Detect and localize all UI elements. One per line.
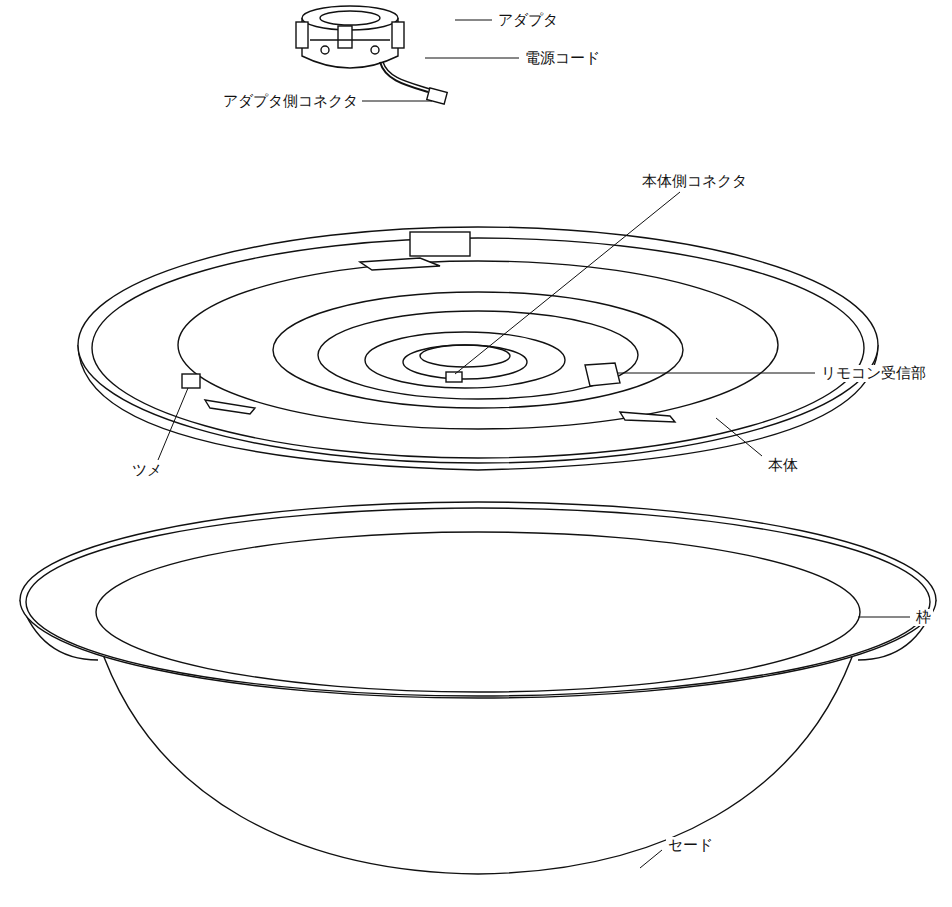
part-label: ツメ	[130, 462, 164, 479]
part-label: 枠	[914, 609, 933, 626]
part-label: 本体側コネクタ	[640, 173, 749, 190]
shade-drawing	[20, 502, 936, 874]
body-drawing	[78, 227, 878, 470]
part-label: セード	[666, 837, 715, 854]
part-label: 本体	[766, 457, 800, 474]
leader-lines	[158, 20, 910, 868]
part-label: アダプタ側コネクタ	[221, 93, 360, 110]
part-label: 電源コード	[523, 50, 602, 67]
adapter-drawing	[296, 6, 447, 104]
part-label: リモコン受信部	[819, 365, 928, 382]
part-label: アダプタ	[496, 12, 560, 29]
